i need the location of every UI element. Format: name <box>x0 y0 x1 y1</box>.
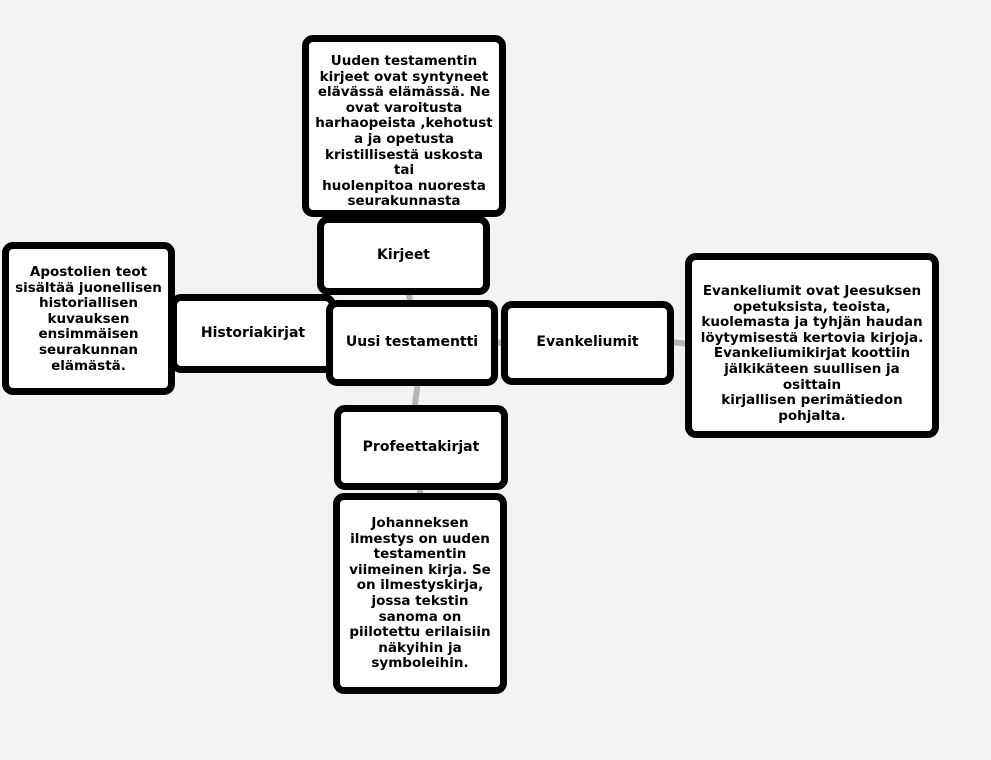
topic-historiakirjat[interactable]: Historiakirjat <box>170 294 336 373</box>
note-evankeliumit-text: Evankeliumit ovat Jeesuksen opetuksista,… <box>700 283 924 424</box>
topic-evankeliumit-label: Evankeliumit <box>536 334 639 351</box>
note-historiakirjat[interactable]: Apostolien teot sisältää juonellisen his… <box>2 242 175 395</box>
note-kirjeet-text: Uuden testamentin kirjeet ovat syntyneet… <box>315 53 493 210</box>
topic-kirjeet-label: Kirjeet <box>376 246 431 263</box>
note-kirjeet[interactable]: Uuden testamentin kirjeet ovat syntyneet… <box>302 35 506 217</box>
topic-profeettakirjat[interactable]: Profeettakirjat <box>334 405 508 490</box>
note-historiakirjat-text: Apostolien teot sisältää juonellisen his… <box>15 264 162 374</box>
topic-historiakirjat-label: Historiakirjat <box>200 324 306 341</box>
central-topic[interactable]: Uusi testamentti <box>326 300 498 386</box>
topic-kirjeet[interactable]: Kirjeet <box>317 216 490 295</box>
note-evankeliumit[interactable]: Evankeliumit ovat Jeesuksen opetuksista,… <box>685 253 939 438</box>
topic-profeettakirjat-label: Profeettakirjat <box>362 438 480 455</box>
note-profeettakirjat[interactable]: Johanneksen ilmestys on uuden testamenti… <box>333 493 507 694</box>
topic-evankeliumit[interactable]: Evankeliumit <box>501 301 674 385</box>
note-profeettakirjat-text: Johanneksen ilmestys on uuden testamenti… <box>349 515 491 672</box>
central-topic-label: Uusi testamentti <box>345 334 479 351</box>
